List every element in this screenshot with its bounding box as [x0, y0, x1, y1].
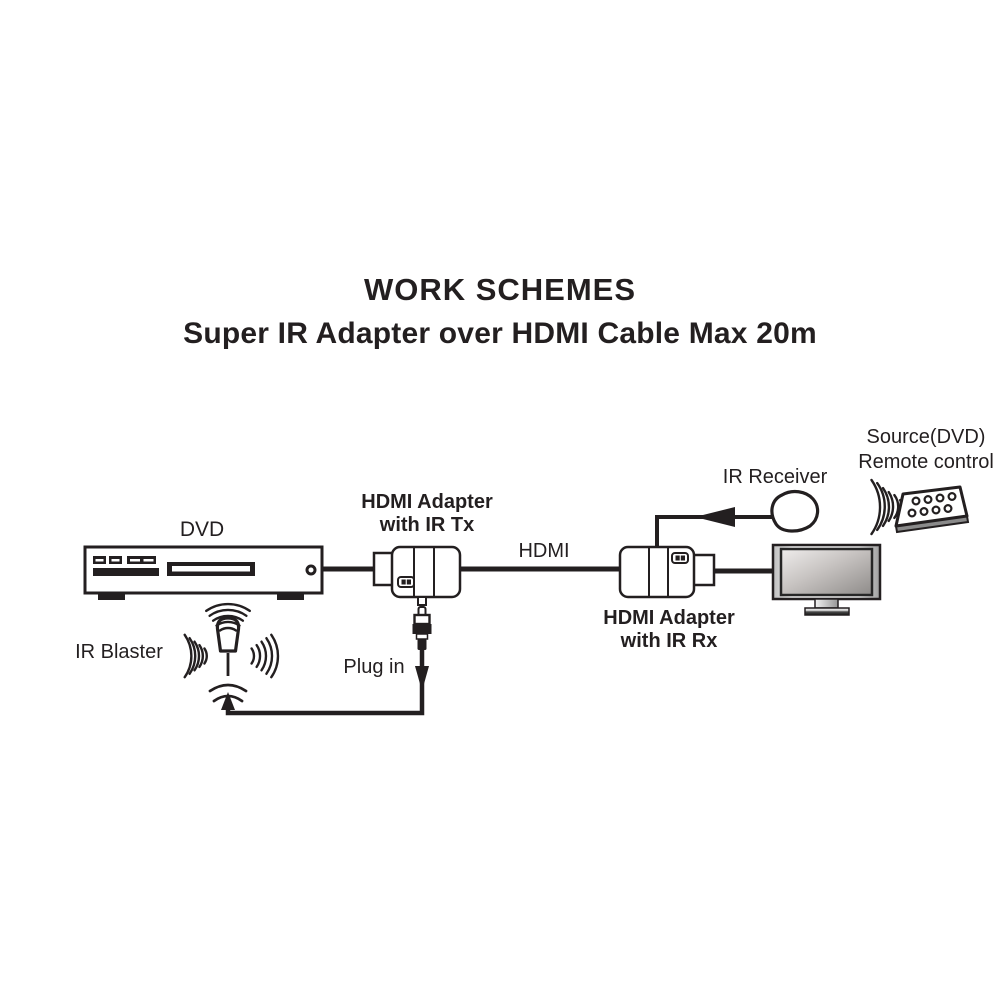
tx-adapter-label-line1: HDMI Adapter	[361, 491, 493, 513]
rx-adapter-label-line1: HDMI Adapter	[603, 607, 735, 629]
dvd-player-icon	[83, 545, 324, 600]
jack-plug-icon	[412, 606, 432, 650]
page-subtitle: Super IR Adapter over HDMI Cable Max 20m	[183, 317, 817, 350]
ir-receiver-icon	[770, 489, 820, 533]
tx-adapter-label-line2: with IR Tx	[379, 514, 475, 536]
hdmi-cable-label: HDMI	[518, 540, 570, 562]
hdmi-adapter-rx-icon	[618, 545, 716, 599]
ir-jack-socket-icon	[397, 576, 415, 588]
ir-receiver-label: IR Receiver	[722, 466, 828, 488]
tv-screen	[779, 547, 874, 597]
blaster-ir-waves-right-icon	[250, 633, 280, 679]
left-arrowhead-icon	[695, 507, 735, 527]
hdmi-adapter-tx-icon	[372, 545, 462, 606]
ir-blaster-icon	[208, 616, 248, 703]
blaster-ir-waves-left-icon	[183, 633, 208, 679]
dvd-label: DVD	[179, 518, 225, 541]
remote-label-line1: Source(DVD)	[866, 426, 986, 448]
blaster-ir-waves-up-icon	[205, 602, 251, 632]
up-arrowhead-icon	[221, 692, 235, 710]
ir-jack-socket-icon	[671, 552, 689, 564]
ir-blaster-cable	[221, 650, 429, 716]
down-arrowhead-icon	[415, 666, 429, 691]
plug-in-label: Plug in	[343, 656, 405, 678]
power-button-icon	[305, 564, 317, 576]
page-title: WORK SCHEMES	[363, 272, 637, 307]
remote-control-icon	[894, 485, 970, 534]
ir-blaster-label: IR Blaster	[75, 641, 163, 663]
remote-label-line2: Remote control	[858, 451, 994, 473]
rx-adapter-label-line2: with IR Rx	[620, 630, 718, 652]
tv-icon	[771, 543, 882, 616]
ir-receiver-cable	[655, 507, 790, 548]
